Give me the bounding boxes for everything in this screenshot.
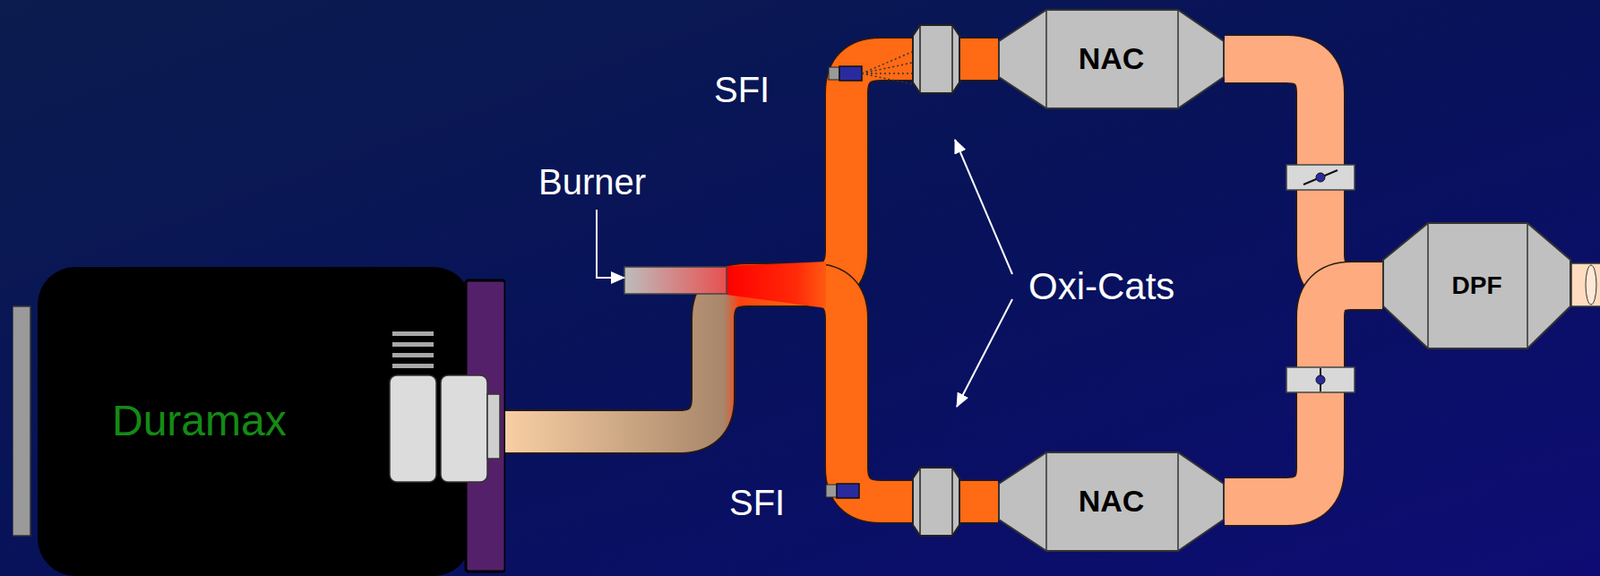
turbo-fin bbox=[392, 352, 434, 358]
oxi-cat-seam bbox=[919, 467, 921, 536]
leader-line bbox=[596, 209, 625, 278]
dpf-filter: DPF bbox=[1382, 222, 1572, 350]
oxi-cat-seam bbox=[951, 25, 954, 94]
spray-line bbox=[861, 72, 912, 75]
can-seam bbox=[1526, 223, 1529, 349]
can-seam bbox=[1177, 9, 1179, 109]
tail-pipe bbox=[1571, 263, 1600, 307]
exhaust-pipe bbox=[505, 59, 998, 432]
fuel-spray bbox=[861, 51, 912, 85]
injector-tip bbox=[828, 67, 840, 80]
spray-line bbox=[861, 73, 912, 85]
oxi-cat-body bbox=[912, 467, 960, 536]
dpf-can bbox=[1383, 223, 1571, 349]
exhaust-pipe bbox=[1224, 285, 1383, 502]
valve-pivot bbox=[1316, 172, 1325, 182]
oxi-cat bbox=[912, 467, 960, 536]
valve-flap bbox=[1303, 170, 1338, 185]
part-label: SFI bbox=[729, 481, 785, 524]
node-label: NAC bbox=[1078, 42, 1145, 76]
injector-body bbox=[836, 483, 860, 499]
nac-catalyst: NAC bbox=[997, 451, 1225, 552]
nac-can bbox=[998, 452, 1224, 551]
tail-pipe-end bbox=[1585, 265, 1597, 305]
spray-line bbox=[861, 62, 912, 74]
node-label: NAC bbox=[1078, 484, 1145, 518]
can-seam bbox=[1427, 223, 1429, 349]
pipe-outline bbox=[1224, 59, 1383, 286]
turbo-housing bbox=[389, 375, 437, 482]
node-label: Duramax bbox=[111, 397, 287, 446]
engine-plate bbox=[12, 306, 31, 536]
engine-block: Duramax bbox=[12, 266, 506, 576]
part-label: Oxi-Cats bbox=[1028, 265, 1175, 309]
nac-catalyst: NAC bbox=[997, 8, 1225, 110]
engine-block bbox=[37, 266, 472, 576]
turbo-housing bbox=[440, 375, 488, 482]
pipe-outline bbox=[505, 59, 998, 432]
burner-flame bbox=[726, 261, 826, 309]
turbo-outlet bbox=[487, 394, 500, 459]
valve-housing bbox=[1286, 164, 1355, 190]
valve-housing bbox=[1286, 367, 1355, 393]
can-seam bbox=[1177, 452, 1179, 551]
oxi-cat-seam bbox=[919, 25, 921, 94]
valve-pivot bbox=[1316, 375, 1325, 385]
turbo-fin bbox=[392, 342, 434, 347]
oxi-cat bbox=[912, 25, 960, 94]
can-seam bbox=[1045, 452, 1048, 551]
can-seam bbox=[1045, 9, 1048, 109]
pipe-outline bbox=[1224, 285, 1383, 502]
injector-tip bbox=[825, 484, 837, 498]
leader-line bbox=[954, 139, 1013, 275]
leader-line bbox=[956, 299, 1013, 407]
oxi-cat-body bbox=[912, 25, 960, 94]
pipe-body bbox=[1224, 285, 1383, 502]
exhaust-pipe bbox=[1224, 59, 1383, 286]
pipe-body bbox=[505, 59, 998, 432]
part-label: Burner bbox=[538, 161, 646, 203]
oxi-cat-seam bbox=[951, 467, 954, 536]
turbo-fin bbox=[392, 363, 434, 369]
spray-line bbox=[861, 51, 912, 74]
nac-can bbox=[998, 9, 1224, 109]
part-label: SFI bbox=[713, 68, 770, 111]
node-label: DPF bbox=[1452, 272, 1503, 301]
turbo-fin bbox=[392, 331, 434, 336]
burner bbox=[624, 266, 727, 294]
pipe-body bbox=[1224, 59, 1383, 286]
injector-body bbox=[839, 66, 862, 81]
